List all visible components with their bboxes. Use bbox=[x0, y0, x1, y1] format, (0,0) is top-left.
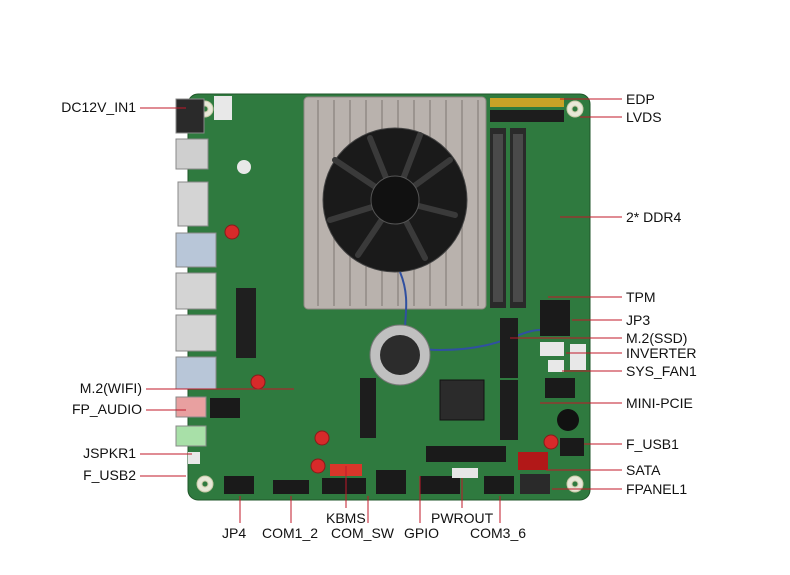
label-tpm: TPM bbox=[626, 289, 656, 305]
label-sata: SATA bbox=[626, 462, 661, 478]
leader-lines bbox=[140, 98, 622, 523]
label-m2-wifi: M.2(WIFI) bbox=[79, 380, 142, 396]
label-jspkr1: JSPKR1 bbox=[83, 445, 136, 461]
label-lvds: LVDS bbox=[626, 109, 662, 125]
label-com-sw: COM_SW bbox=[331, 525, 394, 541]
bottom-headers bbox=[224, 378, 584, 494]
label-fpanel1: FPANEL1 bbox=[626, 481, 688, 497]
m2-ssd-slot bbox=[500, 318, 518, 440]
right-headers bbox=[540, 300, 586, 372]
m2-wifi-slot bbox=[360, 378, 376, 438]
fan-cable bbox=[399, 271, 541, 352]
mounting-holes bbox=[196, 100, 584, 493]
label-com1-2: COM1_2 bbox=[262, 525, 319, 541]
heatsink bbox=[303, 96, 487, 310]
label-kbms: KBMS bbox=[326, 510, 366, 526]
label-dc12v-in1: DC12V_IN1 bbox=[61, 99, 136, 115]
chipset bbox=[439, 379, 485, 421]
label-m2-ssd: M.2(SSD) bbox=[626, 330, 688, 346]
label-gpio: GPIO bbox=[404, 525, 440, 541]
onboard-chip bbox=[236, 288, 256, 358]
left-headers bbox=[188, 96, 240, 464]
label-f-usb1: F_USB1 bbox=[626, 436, 679, 452]
label-edp: EDP bbox=[626, 91, 655, 107]
rear-io bbox=[175, 98, 217, 447]
label-pwrout: PWROUT bbox=[431, 510, 494, 526]
label-sys-fan1: SYS_FAN1 bbox=[626, 363, 697, 379]
label-jp4: JP4 bbox=[222, 525, 247, 541]
capacitors bbox=[224, 224, 559, 474]
label-f-usb2: F_USB2 bbox=[83, 467, 136, 483]
label-jp3: JP3 bbox=[626, 312, 651, 328]
label-mini-pcie: MINI-PCIE bbox=[626, 395, 693, 411]
label-com3-6: COM3_6 bbox=[470, 525, 527, 541]
label-fp-audio: FP_AUDIO bbox=[71, 401, 142, 417]
ddr4-slots bbox=[490, 128, 526, 308]
label-ddr4: 2* DDR4 bbox=[626, 209, 682, 225]
edp-lvds-headers bbox=[490, 98, 564, 122]
label-inverter: INVERTER bbox=[626, 345, 697, 361]
